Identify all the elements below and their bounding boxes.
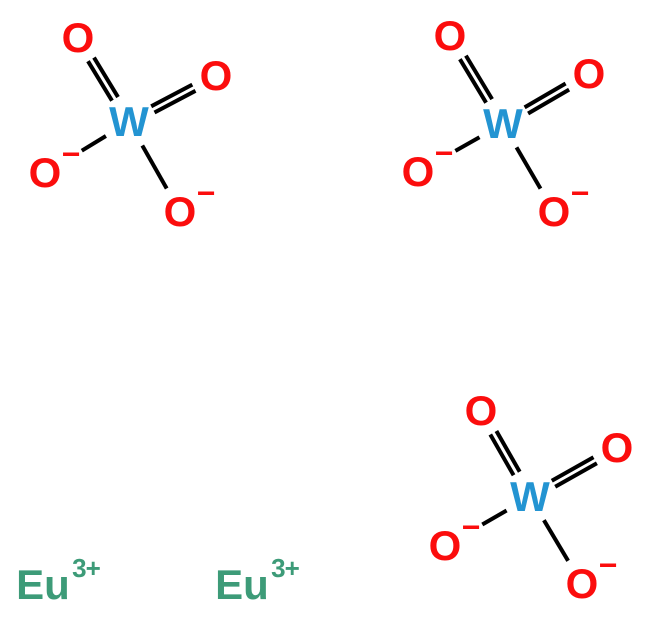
bond-W2-O2a-line1 bbox=[458, 58, 488, 104]
bond-W2-O2b-line2 bbox=[527, 87, 571, 116]
atom-O3a-label: O bbox=[464, 387, 498, 434]
bond-W3-O3b-line1 bbox=[550, 455, 595, 483]
bond-W2-O2d bbox=[514, 146, 543, 190]
ion-Eu1-charge: 3+ bbox=[72, 553, 101, 583]
bond-W1-O1b-line2 bbox=[153, 89, 197, 115]
atom-O2d-charge: − bbox=[570, 175, 590, 211]
bond-W1-O1c bbox=[80, 134, 107, 153]
atom-O1a-label: O bbox=[61, 14, 95, 61]
bond-W2-O2b-line1 bbox=[523, 81, 567, 110]
bond-W1-O1a-line1 bbox=[86, 60, 114, 102]
atom-O2b-label: O bbox=[572, 50, 606, 97]
bond-W1-O1d bbox=[140, 144, 169, 190]
bond-W3-O3a-line1 bbox=[488, 433, 516, 477]
bond-W1-O1a-line2 bbox=[92, 56, 120, 99]
atom-O2c-charge: − bbox=[434, 135, 454, 171]
bond-W1-O1b-line1 bbox=[150, 82, 194, 109]
atom-O3c-charge: − bbox=[461, 509, 481, 545]
atom-O3c-label: O bbox=[428, 522, 462, 569]
ion-Eu2-label: Eu bbox=[215, 561, 269, 608]
ion-Eu2-charge: 3+ bbox=[271, 553, 300, 583]
atom-O1d-label: O bbox=[163, 188, 197, 235]
atom-O3d-label: O bbox=[565, 560, 599, 607]
bond-W2-O2a-line2 bbox=[464, 54, 494, 101]
bond-W3-O3b-line2 bbox=[554, 461, 598, 489]
atom-W2-label: W bbox=[483, 100, 523, 147]
bond-W3-O3c bbox=[481, 508, 508, 527]
atom-O1c-label: O bbox=[28, 149, 62, 196]
atom-W1-label: W bbox=[109, 98, 149, 145]
atom-O2a-label: O bbox=[433, 12, 467, 59]
atom-O1b-label: O bbox=[199, 52, 233, 99]
atom-O3d-charge: − bbox=[598, 547, 618, 583]
atom-O2d-label: O bbox=[537, 188, 571, 235]
ion-Eu1-label: Eu bbox=[16, 561, 70, 608]
bond-W3-O3d bbox=[542, 519, 570, 562]
bond-W3-O3a-line2 bbox=[494, 430, 522, 473]
atom-O1c-charge: − bbox=[61, 136, 81, 172]
bond-W2-O2c bbox=[454, 135, 481, 153]
atom-W3-label: W bbox=[510, 473, 550, 520]
atom-O1d-charge: − bbox=[196, 175, 216, 211]
atom-O3b-label: O bbox=[600, 424, 634, 471]
atom-O2c-label: O bbox=[401, 148, 435, 195]
